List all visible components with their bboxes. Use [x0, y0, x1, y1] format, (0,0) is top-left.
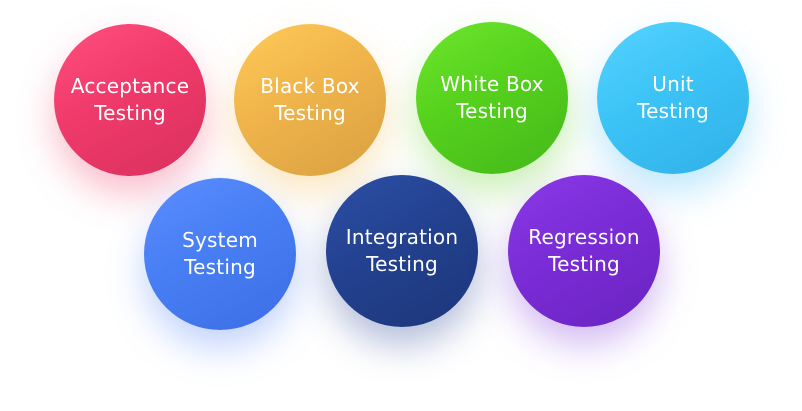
regression-label-line2: Testing — [548, 252, 620, 276]
regression-testing-circle: Regression Testing — [508, 175, 660, 327]
white-box-label-line2: Testing — [456, 99, 528, 123]
acceptance-label-line1: Acceptance — [70, 74, 190, 98]
acceptance-label-line2: Testing — [94, 101, 166, 125]
integration-label-line2: Testing — [366, 252, 438, 276]
system-testing-circle: System Testing — [144, 178, 296, 330]
regression-testing-label: Regression Testing — [528, 224, 639, 278]
white-box-testing-label: White Box Testing — [440, 71, 544, 125]
unit-label-line2: Testing — [637, 99, 709, 123]
white-box-label-line1: White Box — [440, 72, 544, 96]
acceptance-testing-circle: Acceptance Testing — [54, 24, 206, 176]
system-testing-label: System Testing — [182, 227, 258, 281]
system-label-line2: Testing — [184, 255, 256, 279]
black-box-testing-circle: Black Box Testing — [234, 24, 386, 176]
system-label-line1: System — [182, 228, 258, 252]
integration-label-line1: Integration — [345, 225, 459, 249]
black-box-testing-label: Black Box Testing — [260, 73, 359, 127]
integration-testing-circle: Integration Testing — [326, 175, 478, 327]
regression-label-line1: Regression — [528, 225, 640, 249]
unit-label-line1: Unit — [652, 72, 694, 96]
integration-testing-label: Integration Testing — [346, 224, 458, 278]
white-box-testing-circle: White Box Testing — [416, 22, 568, 174]
unit-testing-label: Unit Testing — [637, 71, 709, 125]
unit-testing-circle: Unit Testing — [597, 22, 749, 174]
black-box-label-line1: Black Box — [260, 74, 360, 98]
acceptance-testing-label: Acceptance Testing — [71, 73, 189, 127]
black-box-label-line2: Testing — [274, 101, 346, 125]
